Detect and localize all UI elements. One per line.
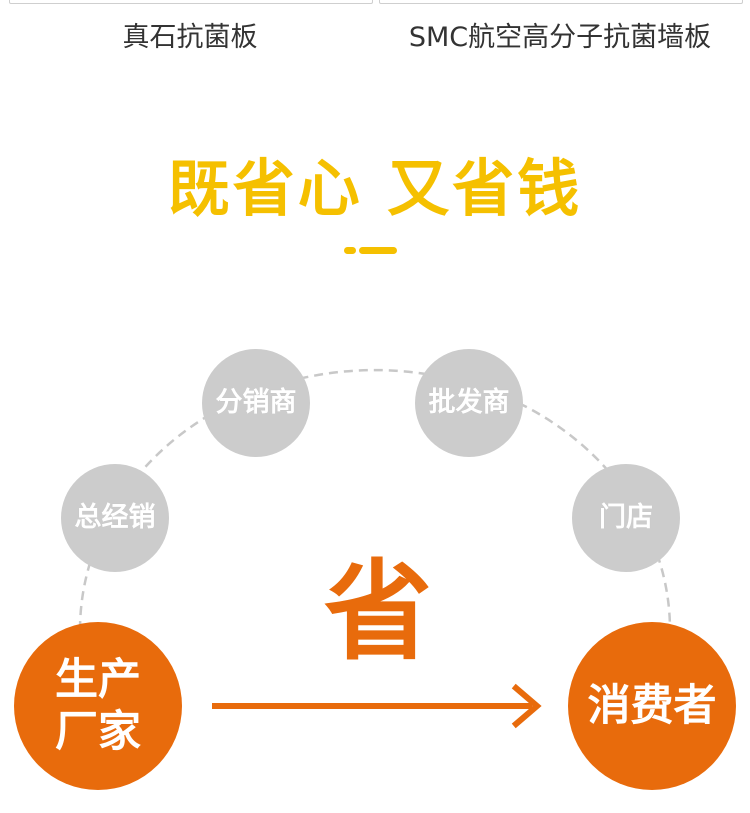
saving-label: 省 <box>323 550 432 675</box>
node-consumer-label: 消费者 <box>587 681 717 731</box>
node-store <box>572 464 680 572</box>
node-store-label: 门店 <box>599 502 653 533</box>
node-distributor <box>202 349 310 457</box>
headline-decoration-bar <box>359 247 397 254</box>
headline-decoration-dot <box>344 247 356 254</box>
section-headline: 既省心 又省钱 <box>167 152 583 225</box>
node-wholesaler-label: 批发商 <box>428 387 510 418</box>
node-general-distributor-label: 总经销 <box>74 502 156 533</box>
node-wholesaler <box>415 349 523 457</box>
left-product-caption: 真石抗菌板 <box>122 22 258 53</box>
node-general-distributor <box>61 464 169 572</box>
left-image-frame <box>9 0 373 4</box>
node-consumer <box>568 622 736 790</box>
node-manufacturer <box>14 622 182 790</box>
node-manufacturer-label-line1: 生产 <box>55 655 141 705</box>
direct-arrow-head <box>511 683 542 729</box>
right-image-frame <box>379 0 743 4</box>
node-manufacturer-label-line2: 厂家 <box>55 707 141 757</box>
node-distributor-label: 分销商 <box>215 387 297 418</box>
right-product-caption: SMC航空高分子抗菌墙板 <box>408 22 712 53</box>
